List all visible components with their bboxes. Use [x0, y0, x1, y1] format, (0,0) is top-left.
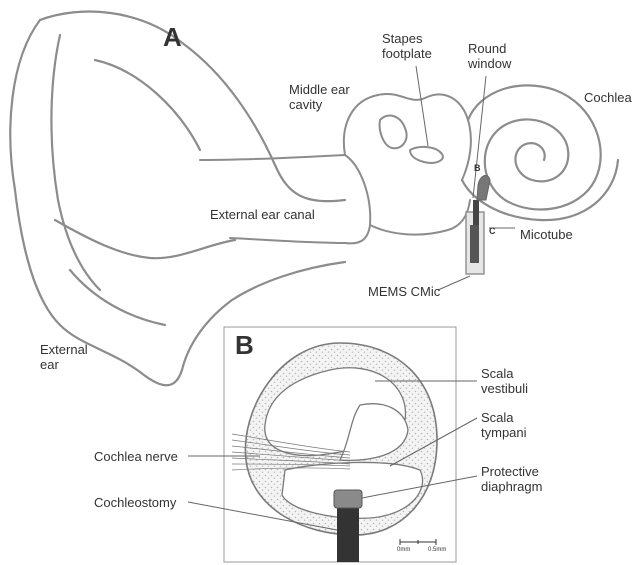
- middle-ear-cavity-outline: [344, 94, 471, 235]
- scale-bar-start-label: 0mm: [397, 547, 410, 553]
- label-external-ear-canal: External ear canal: [210, 207, 315, 222]
- marker-b: B: [474, 163, 481, 173]
- label-micotube: Micotube: [520, 227, 573, 242]
- label-mems-cmic: MEMS CMic: [368, 284, 440, 299]
- scale-bar-end-label: 0.5mm: [428, 547, 446, 553]
- label-cochlea: Cochlea: [584, 90, 632, 105]
- label-cochlea-nerve: Cochlea nerve: [94, 449, 178, 464]
- panel-label-a: A: [163, 22, 182, 53]
- panel-label-b: B: [235, 330, 254, 361]
- marker-c: C: [489, 226, 496, 236]
- panel-b-microtube: [334, 490, 362, 562]
- label-cochleostomy: Cochleostomy: [94, 495, 176, 510]
